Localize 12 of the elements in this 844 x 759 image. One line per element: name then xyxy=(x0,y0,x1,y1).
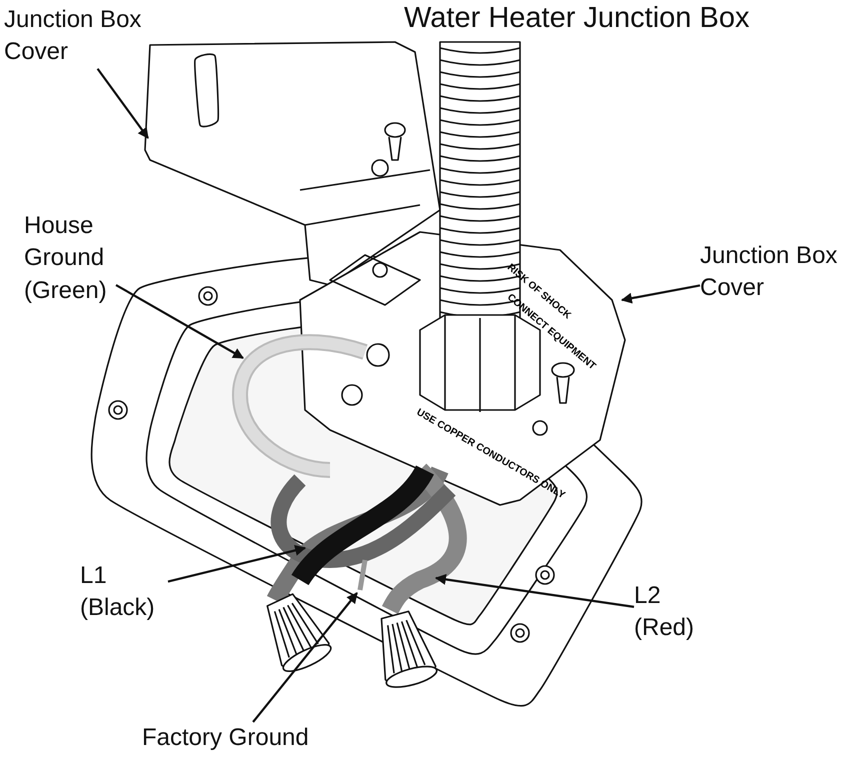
callout-label: Junction Box Cover xyxy=(4,4,144,69)
callout-label: House Ground (Green) xyxy=(24,210,116,308)
callout-label: L1 (Black) xyxy=(80,560,168,625)
callout-label: L2 (Red) xyxy=(634,580,710,645)
leader-arrow xyxy=(434,574,634,608)
leader-arrow xyxy=(620,284,700,304)
callout-label: Factory Ground xyxy=(142,722,338,754)
leader-arrow xyxy=(115,284,244,359)
leader-arrow xyxy=(168,545,306,583)
leader-arrow xyxy=(96,68,149,139)
callout-label: Junction Box Cover xyxy=(700,240,840,305)
leader-arrow xyxy=(252,592,358,723)
